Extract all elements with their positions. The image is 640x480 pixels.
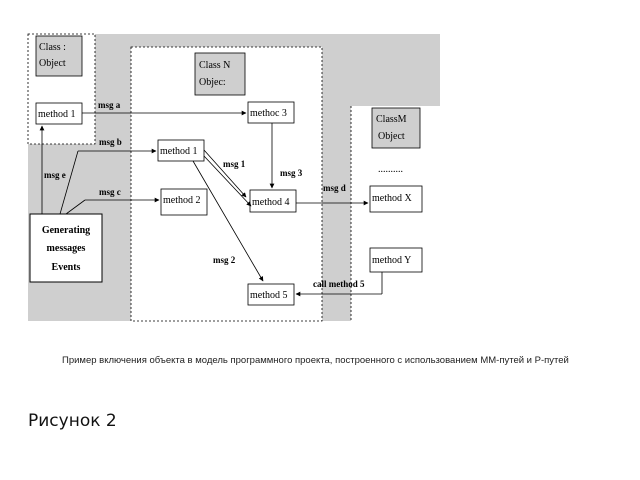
method2-box [160,188,208,216]
method5-box [247,283,295,306]
method2-label: method 2 [163,195,201,206]
arrow-method1-to-method4-b [203,149,247,198]
msg-e-label: msg e [44,170,66,180]
method3-box [247,101,295,124]
arrow-method1-to-method4 [203,155,252,207]
method3-label: methoc 3 [250,108,287,119]
msg-3-label: msg 3 [280,168,303,178]
msg-2-label: msg 2 [213,255,236,265]
msg-a-label: msg a [98,100,121,110]
arrow-msg-2 [192,160,264,282]
msg-c-label: msg c [99,187,121,197]
method1-left-box [35,102,83,125]
generating-line-2: messages [47,243,86,254]
classm-dots: .......... [378,164,403,175]
method4-box [249,189,297,213]
method4-label: method 4 [252,197,290,208]
methody-label: method Y [372,255,411,266]
figure-caption: Пример включения объекта в модель програ… [62,355,569,366]
arrow-msg-c [65,199,86,215]
class-m-label-2: Object [378,131,405,142]
arrow-msg-b [59,150,79,215]
methodx-box [369,185,423,213]
generating-line-1: Generating [42,225,90,236]
methody-box [369,247,423,273]
class-object-label-2: Object [39,58,66,69]
generating-line-3: Events [52,262,81,273]
msg-b-label: msg b [99,137,122,147]
class-m-header [371,107,421,149]
method5-label: method 5 [250,290,288,301]
generating-messages-box [29,213,103,283]
class-m-label-1: ClassM [376,114,407,125]
msg-1-label: msg 1 [223,159,246,169]
class-n-label-1: Class N [199,60,230,71]
method1-left-label: method 1 [38,109,76,120]
class-object-header [35,35,83,77]
call-method5-label: call method 5 [313,279,365,289]
class-n-label-2: Objec: [199,77,226,88]
methodx-label: method X [372,193,412,204]
figure-number: Рисунок 2 [28,411,117,431]
msg-d-label: msg d [323,183,346,193]
class-object-label-1: Class : [39,42,66,53]
class-n-header [194,52,246,96]
method1-mid-label: method 1 [160,146,198,157]
